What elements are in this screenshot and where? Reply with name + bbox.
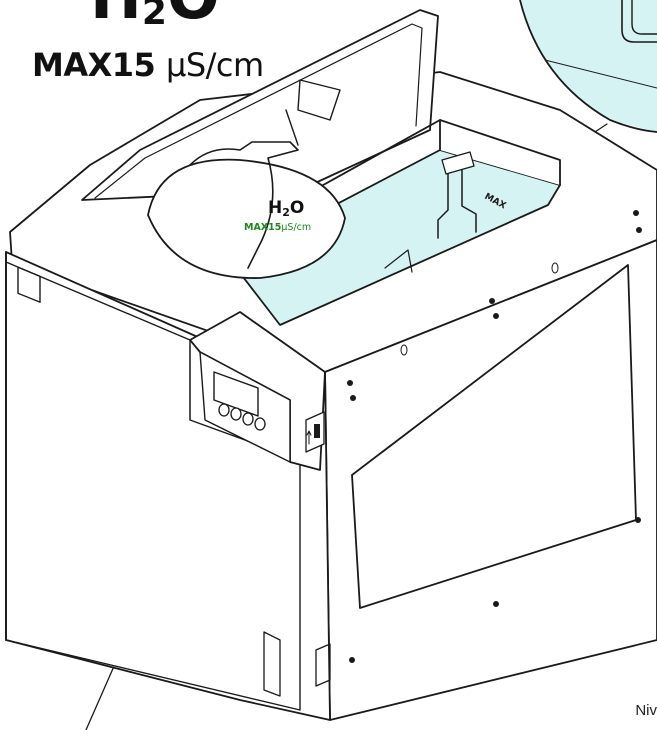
door-handle: [263, 631, 281, 697]
control-button-3: [242, 412, 254, 426]
magnified-inset: [519, 0, 657, 133]
side-handle: [315, 643, 331, 687]
water-jug-icon: [189, 141, 299, 269]
rivet: [489, 298, 495, 304]
rivets: [347, 210, 642, 663]
vent-hole: [551, 262, 559, 274]
control-button-4: [254, 417, 266, 431]
rivet: [633, 210, 639, 216]
usb-port-icon: [305, 411, 325, 453]
water-jug-callout: [147, 79, 346, 279]
rivet: [635, 517, 641, 523]
control-buttons: [218, 403, 266, 431]
conductivity-limit-label: MAX15 µS/cm: [32, 46, 264, 84]
rivet: [636, 227, 642, 233]
rivet: [347, 380, 353, 386]
water-reservoir: [229, 149, 561, 326]
rivet: [493, 313, 499, 319]
corner-text: Niv: [635, 702, 657, 719]
rivet: [493, 601, 499, 607]
reservoir-float-icon: [437, 165, 477, 239]
front-badge: [17, 266, 41, 303]
rivet: [350, 395, 356, 401]
display-screen: [213, 371, 259, 417]
rivet: [349, 657, 355, 663]
control-button-1: [218, 403, 230, 417]
inset-valve-icon: [621, 0, 657, 43]
control-button-2: [230, 407, 242, 421]
water-formula-label: H2O: [90, 0, 220, 33]
vent-hole: [400, 344, 408, 356]
